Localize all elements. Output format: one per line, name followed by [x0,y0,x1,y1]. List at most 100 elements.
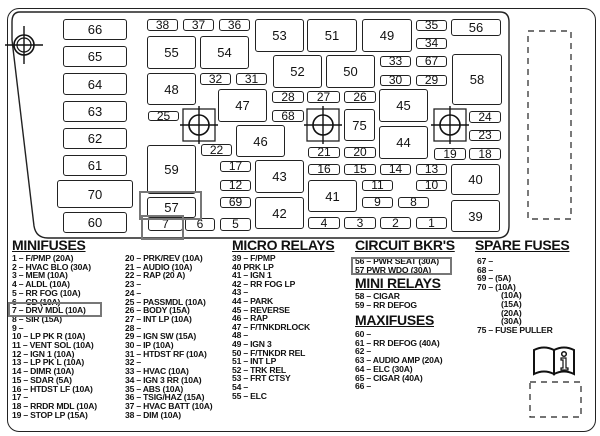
minifuse-entry: 33 – HVAC (10A) [125,366,189,377]
micro-relay-entry: 54 – [232,382,248,392]
fuse-slot-8: 8 [398,196,429,208]
fuse-slot-38: 38 [147,19,178,31]
micro-relay-entry: 39 – F/PMP [232,253,276,263]
fuse-slot-42: 42 [255,197,304,229]
spare-fuse-entry: (30A) [501,316,522,327]
minifuse-entry: 6 – CD (10A) [12,296,61,307]
fuse-slot-20: 20 [344,146,376,158]
micro-relays-heading: MICRO RELAYS [232,237,335,253]
spare-slot-dashed [527,30,572,220]
fuse-slot-53: 53 [255,19,304,52]
minifuse-entry: 21 – AUDIO (10A) [125,261,193,272]
mounting-bolt-crosshair-icon [304,106,342,144]
micro-relay-entry: 40 PRK LP [232,261,274,272]
fuse-slot-16: 16 [308,163,340,175]
spare-fuses-heading: SPARE FUSES [475,237,570,253]
fuse-slot-11: 11 [362,179,393,191]
fuse-slot-24: 24 [469,111,501,123]
fuse-slot-29: 29 [416,74,447,86]
minifuse-entry: 35 – ABS (10A) [125,383,184,394]
minifuse-entry: 8 – SIR (15A) [12,313,62,324]
mounting-bolt-crosshair-icon [180,106,218,144]
maxifuse-entry: 60 – [355,329,371,339]
spare-fuse-entry: 70 – (10A) [477,281,516,292]
minifuse-entry: 13 – LP PK L (10A) [12,357,85,368]
mounting-bolt-crosshair-icon [5,26,43,64]
fuse-slot-35: 35 [416,19,447,31]
fuse-slot-63: 63 [63,101,127,122]
fuse-slot-23: 23 [469,129,501,141]
minifuse-entry: 4 – ALDL (10A) [12,279,70,290]
minifuse-entry: 19 – STOP LP (15A) [12,409,88,420]
fuse-slot-46: 46 [236,125,285,157]
minifuse-entry: 3 – MEM (10A) [12,270,68,281]
fuse-slot-27: 27 [307,91,340,103]
fuse-slot-59: 59 [147,145,196,194]
fuse-slot-36: 36 [219,19,250,31]
fuse-slot-25: 25 [148,110,179,122]
fuse-slot-49: 49 [362,19,412,52]
fuse-slot-70: 70 [57,180,133,208]
micro-relay-entry: 46 – RAP [232,313,268,324]
highlight-legend-57 [351,257,452,275]
spare-fuse-entry: (15A) [501,299,522,309]
micro-relay-entry: 49 – IGN 3 [232,339,272,349]
fuse-slot-43: 43 [255,160,304,193]
minifuse-entry: 26 – BODY (15A) [125,305,190,316]
fuse-slot-60: 60 [63,212,127,233]
fuse-slot-22: 22 [201,144,232,156]
spare-fuse-entry: (10A) [501,290,522,301]
micro-relay-entry: 53 – FRT CTSY [232,373,291,384]
fuse-slot-3: 3 [344,217,376,229]
fuse-slot-75: 75 [344,109,375,141]
fuse-slot-41: 41 [308,180,357,212]
fuse-slot-4: 4 [308,217,340,229]
micro-relay-entry: 45 – REVERSE [232,304,290,315]
highlight-fuse-7 [141,215,184,240]
mini-relay-entry: 58 – CIGAR [355,291,400,301]
fuse-slot-58: 58 [452,54,502,105]
fuse-slot-51: 51 [307,19,357,52]
fuse-slot-9: 9 [362,196,393,208]
mini-relay-entry: 59 – RR DEFOG [355,299,417,310]
fuse-slot-56: 56 [451,19,501,36]
fuse-slot-30: 30 [380,74,411,86]
maxifuses-heading: MAXIFUSES [355,312,434,328]
micro-relay-entry: 47 – F/TNKDRLOCK [232,321,310,332]
circuit-breaker-entry: 56 – PWR SEAT (30A) [355,256,439,266]
fuse-slot-31: 31 [236,73,267,85]
maxifuse-entry: 63 – AUDIO AMP (20A) [355,355,443,366]
minifuse-entry: 2 – HVAC BLO (30A) [12,261,91,272]
fuse-slot-57: 57 [147,197,196,218]
fuse-slot-28: 28 [272,91,304,103]
fuse-slot-13: 13 [416,163,447,175]
fuse-slot-33: 33 [380,55,411,67]
minifuse-entry: 31 – HTDST RF (10A) [125,348,207,359]
micro-relay-entry: 43 – [232,287,248,298]
micro-relay-entry: 55 – ELC [232,390,267,401]
mini-relays-heading: MINI RELAYS [355,275,441,291]
fuse-slot-54: 54 [200,36,249,69]
fuse-slot-32: 32 [200,73,231,85]
fuse-slot-14: 14 [380,163,411,175]
minifuse-entry: 15 – SDAR (5A) [12,374,72,385]
minifuse-entry: 10 – LP PK R (10A) [12,331,86,342]
minifuse-entry: 5 – RR FOG (10A) [12,287,81,298]
minifuse-entry: 20 – PRK/REV (10A) [125,253,203,263]
fuse-slot-2: 2 [380,217,411,229]
fuse-slot-66: 66 [63,19,127,40]
fuse-slot-19: 19 [434,148,466,160]
circuit-breaker-entry: 57 PWR WDO (30A) [355,264,432,275]
spare-fuse-entry: (20A) [501,307,522,318]
owners-manual-info-icon [533,346,575,376]
minifuses-heading: MINIFUSES [12,237,86,253]
fuse-slot-62: 62 [63,128,127,149]
fuse-slot-37: 37 [183,19,214,31]
minifuse-entry: 37 – HVAC BATT (10A) [125,400,213,411]
fuse-block-outline [7,8,596,432]
minifuse-entry: 14 – DIMR (10A) [12,366,74,377]
fuse-slot-5: 5 [220,218,251,231]
minifuse-entry: 11 – VENT SOL (10A) [12,340,94,350]
fuse-slot-1: 1 [416,217,447,229]
